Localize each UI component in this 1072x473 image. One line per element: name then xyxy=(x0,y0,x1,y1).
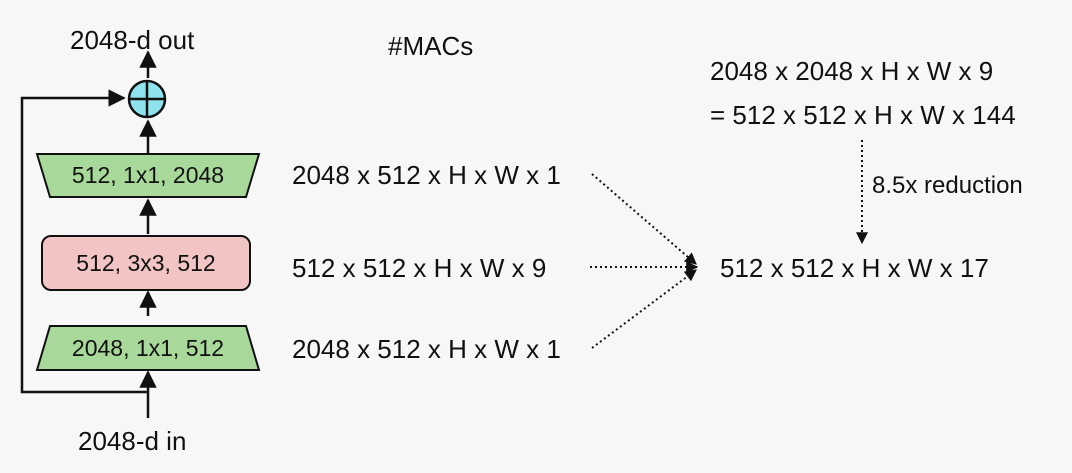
result-expression: 512 x 512 x H x W x 17 xyxy=(720,253,989,283)
comparison-line-2: = 512 x 512 x H x W x 144 xyxy=(710,100,1016,130)
layer-block-bottom xyxy=(35,325,261,371)
macs-row-3: 2048 x 512 x H x W x 1 xyxy=(292,334,561,364)
layer-label-bottom: 2048, 1x1, 512 xyxy=(71,335,225,361)
layer-label-top: 512, 1x1, 2048 xyxy=(71,162,225,188)
plus-circle-icon xyxy=(127,79,167,119)
skip-connection xyxy=(20,89,148,394)
layer-block-top xyxy=(35,153,261,198)
macs-heading: #MACs xyxy=(388,31,474,61)
layer-block-middle xyxy=(41,235,251,291)
macs-row-1: 2048 x 512 x H x W x 1 xyxy=(292,160,561,190)
comparison-line-1: 2048 x 2048 x H x W x 9 xyxy=(710,56,994,86)
dotted-arrow-bottom xyxy=(591,269,697,349)
input-label: 2048-d in xyxy=(78,426,187,456)
dotted-arrow-top xyxy=(591,173,697,265)
macs-row-2: 512 x 512 x H x W x 9 xyxy=(292,253,547,283)
output-label: 2048-d out xyxy=(70,25,195,55)
layer-label-middle: 512, 3x3, 512 xyxy=(76,250,216,276)
reduction-label: 8.5x reduction xyxy=(872,172,1023,199)
